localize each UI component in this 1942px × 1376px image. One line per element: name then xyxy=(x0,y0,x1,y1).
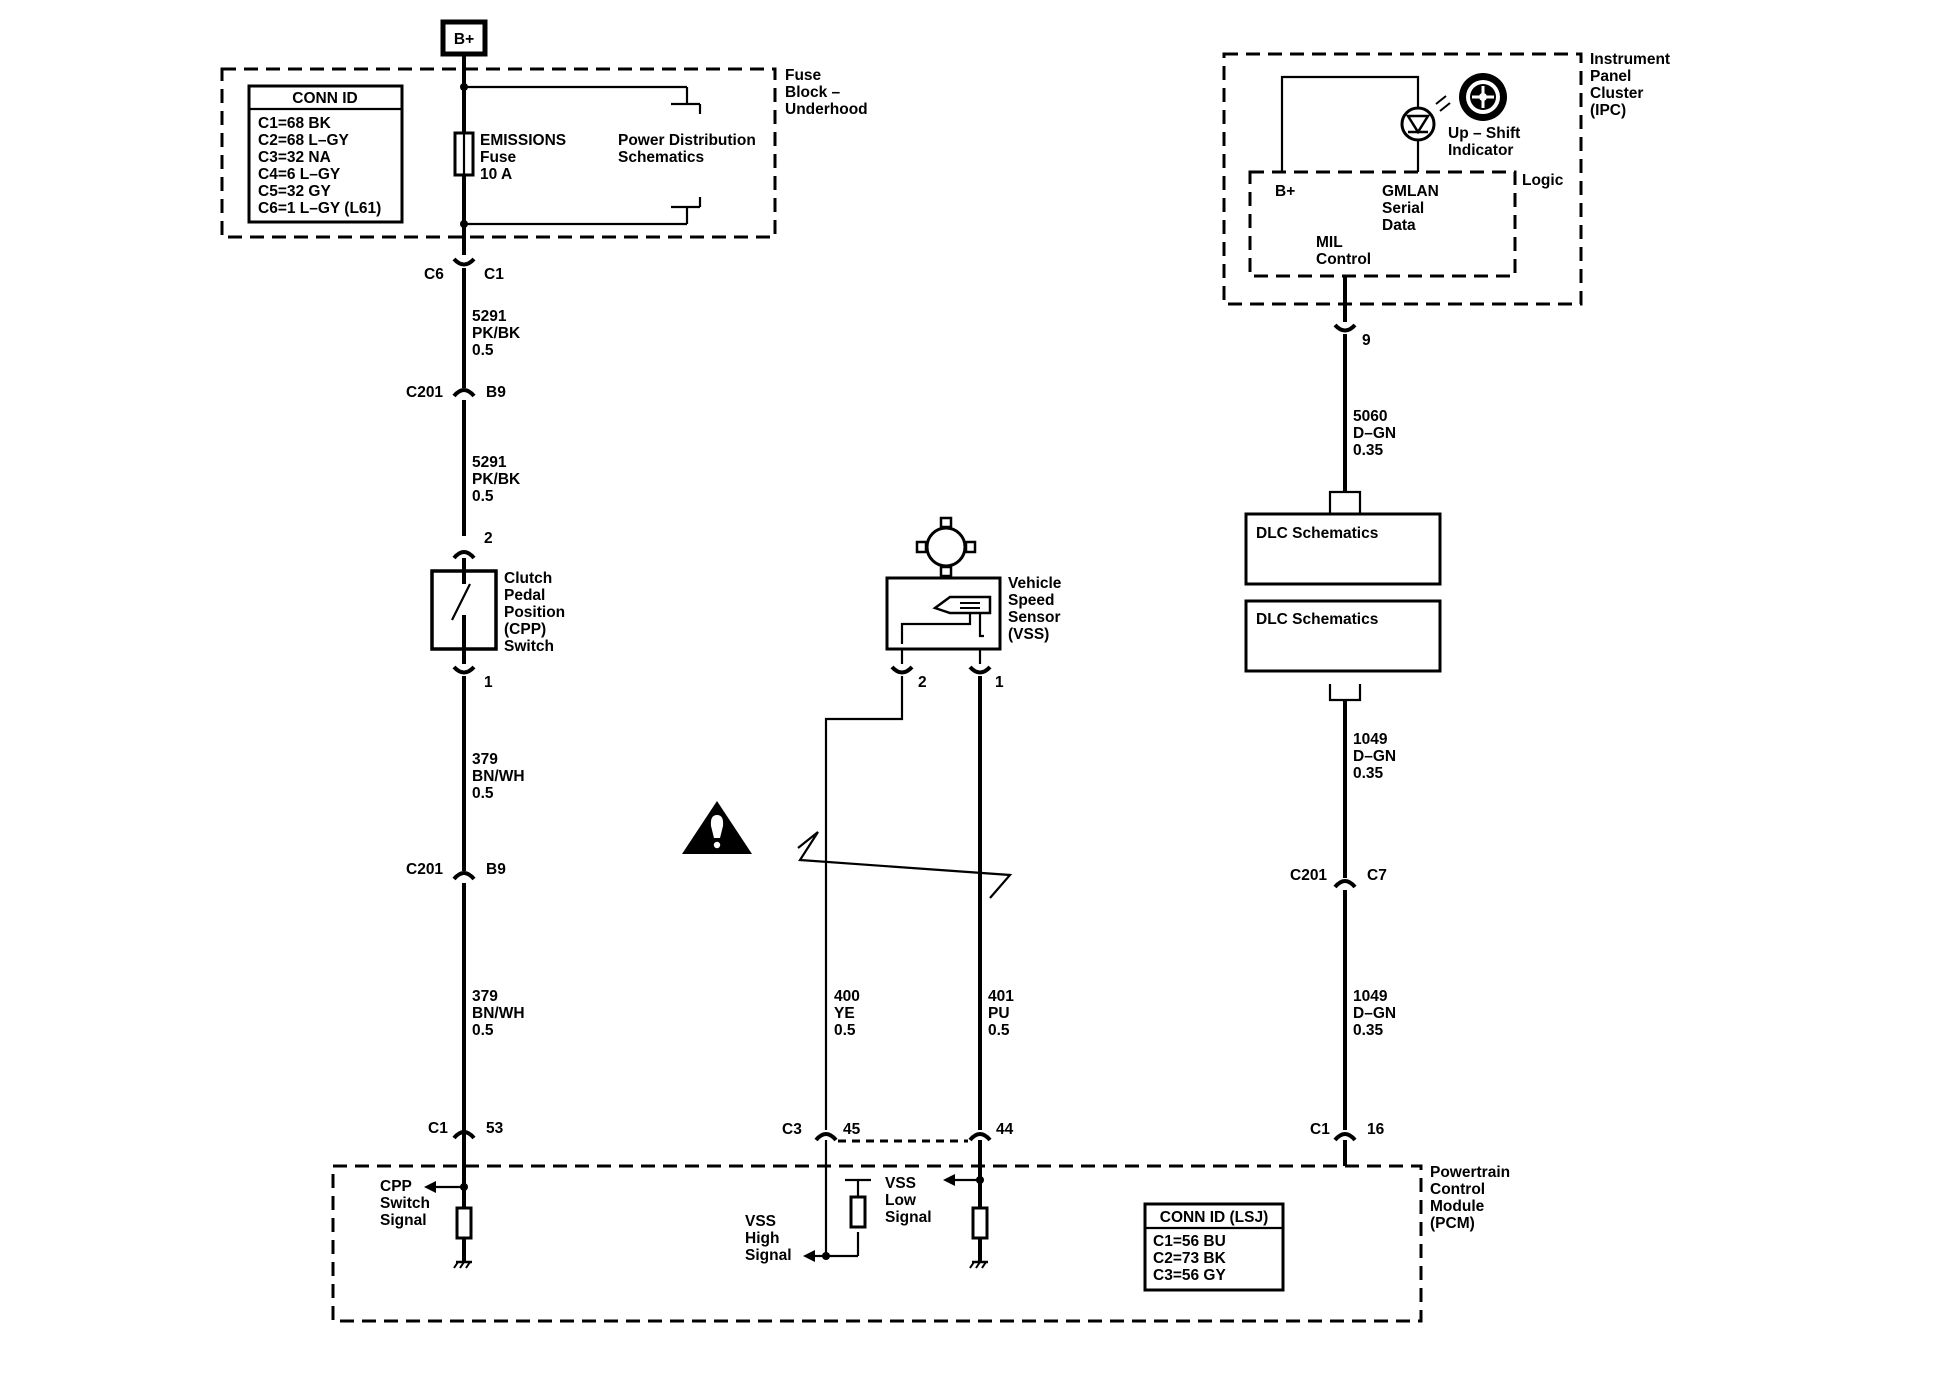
dlc-c201-pin: C7 xyxy=(1367,867,1387,884)
cpp-c201-top-pin: B9 xyxy=(486,384,506,401)
vss-low-signal-arrow-icon xyxy=(943,1174,955,1186)
dlc-schematics-label-2: DLC Schematics xyxy=(1256,611,1378,628)
cpp-signal-arrow-icon xyxy=(424,1181,436,1193)
cpp-switch-signal-label: CPP Switch Signal xyxy=(380,1178,434,1229)
dlc-pcm-pin: 16 xyxy=(1367,1121,1385,1138)
pcm-title: Powertrain Control Module (PCM) xyxy=(1430,1164,1514,1232)
cpp-wire-379-bottom: 379 BN/WH 0.5 xyxy=(472,988,529,1039)
dlc-wire-5060: 5060 D–GN 0.35 xyxy=(1353,408,1400,459)
vss-bias-resistor xyxy=(849,1195,867,1229)
vss-wire-401: 401 PU 0.5 xyxy=(988,988,1018,1039)
cpp-wire-379-top: 379 BN/WH 0.5 xyxy=(472,751,529,802)
vss-sensor-label: Vehicle Speed Sensor (VSS) xyxy=(1008,575,1066,643)
ipc-logic-block xyxy=(1248,170,1517,278)
upshift-indicator-led-icon xyxy=(1400,95,1451,142)
vss-pin-1: 1 xyxy=(995,674,1004,691)
dlc-schematics-label-1: DLC Schematics xyxy=(1256,525,1378,542)
vss-pcm-conn: C3 xyxy=(782,1121,802,1138)
pcm-conn-id-header: CONN ID (LSJ) xyxy=(1160,1209,1269,1226)
power-distribution-label: Power Distribution Schematics xyxy=(618,132,760,166)
warning-triangle-icon xyxy=(682,801,752,854)
ipc-title: Instrument Panel Cluster (IPC) xyxy=(1590,51,1674,119)
vss-pin-2: 2 xyxy=(918,674,927,691)
cpp-conn-c6: C6 xyxy=(424,266,444,283)
dlc-wire-1049-top: 1049 D–GN 0.35 xyxy=(1353,731,1400,782)
cpp-pcm-pin: 53 xyxy=(486,1120,504,1137)
vss-ground-icon xyxy=(969,1260,988,1269)
cpp-switch-pin-2: 2 xyxy=(484,530,493,547)
cpp-ground-icon xyxy=(453,1260,472,1269)
upshift-gear-icon xyxy=(1459,73,1507,121)
twisted-pair-marker xyxy=(797,831,1013,899)
vss-low-resistor xyxy=(971,1206,989,1240)
dlc-wire-1049-bottom: 1049 D–GN 0.35 xyxy=(1353,988,1400,1039)
vss-high-signal-label: VSS High Signal xyxy=(745,1213,792,1264)
cpp-wire-5291-top: 5291 PK/BK 0.5 xyxy=(472,308,525,359)
emissions-fuse-label: EMISSIONS Fuse 10 A xyxy=(480,132,570,183)
dlc-pcm-conn: C1 xyxy=(1310,1121,1330,1138)
fuse-block-conn-id-rows: C1=68 BK C2=68 L–GY C3=32 NA C4=6 L–GY C… xyxy=(258,115,381,217)
cpp-switch-label: Clutch Pedal Position (CPP) Switch xyxy=(504,570,569,655)
vss-low-signal-label: VSS Low Signal xyxy=(885,1175,932,1226)
vss-sensor-element-icon xyxy=(900,595,992,644)
upshift-indicator-label: Up – Shift Indicator xyxy=(1448,125,1525,159)
dlc-schematics-box-2[interactable] xyxy=(1244,599,1442,673)
cpp-pullup-resistor xyxy=(455,1206,473,1240)
cpp-wire-5291-bottom: 5291 PK/BK 0.5 xyxy=(472,454,525,505)
ipc-gmlan-label: GMLAN Serial Data xyxy=(1382,183,1443,234)
pcm-conn-id-table xyxy=(1143,1202,1285,1292)
ipc-outline xyxy=(1222,52,1583,306)
cpp-pcm-conn: C1 xyxy=(428,1120,448,1137)
ipc-pin-9: 9 xyxy=(1362,332,1371,349)
fuse-block-title: Fuse Block – Underhood xyxy=(785,67,868,118)
cpp-c201-bottom: C201 xyxy=(406,861,443,878)
ipc-logic-label: Logic xyxy=(1522,172,1564,189)
vss-wire-400: 400 YE 0.5 xyxy=(834,988,864,1039)
vss-pin-45: 45 xyxy=(843,1121,861,1138)
fuse-block-outline xyxy=(220,67,777,239)
cpp-switch-pin-1: 1 xyxy=(484,674,493,691)
ipc-bplus-label: B+ xyxy=(1275,183,1295,200)
cpp-conn-c1: C1 xyxy=(484,266,504,283)
ipc-mil-label: MIL Control xyxy=(1316,234,1371,268)
pcm-conn-id-rows: C1=56 BU C2=73 BK C3=56 GY xyxy=(1153,1233,1230,1284)
fuse-block-conn-id-header: CONN ID xyxy=(292,90,357,107)
dlc-schematics-box-1[interactable] xyxy=(1244,512,1442,586)
dlc-c201: C201 xyxy=(1290,867,1327,884)
cpp-c201-top: C201 xyxy=(406,384,443,401)
bplus-label: B+ xyxy=(454,31,474,48)
speed-sensor-rotor-icon xyxy=(915,516,977,578)
pcm-outline xyxy=(331,1164,1423,1323)
cpp-c201-bottom-pin: B9 xyxy=(486,861,506,878)
vss-pin-44: 44 xyxy=(996,1121,1014,1138)
vss-high-signal-arrow-icon xyxy=(803,1250,815,1262)
